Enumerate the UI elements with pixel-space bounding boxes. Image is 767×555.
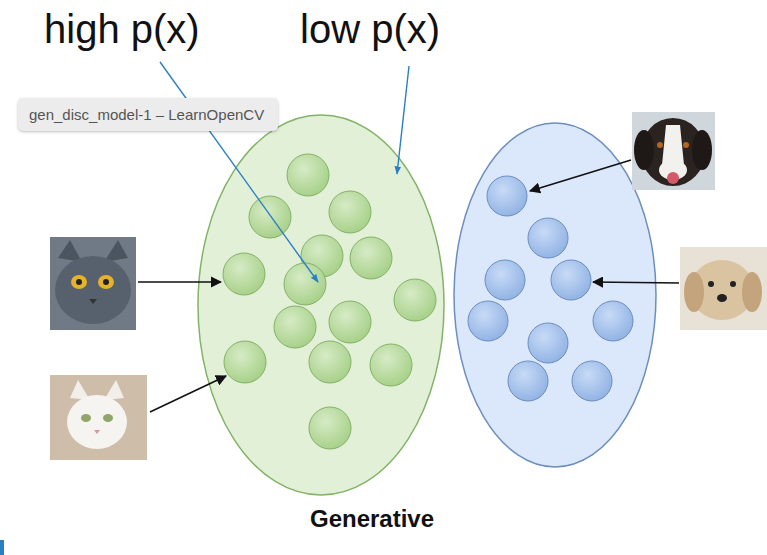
dog-photo: [680, 247, 767, 330]
axis-label: high p(x): [44, 6, 200, 52]
green-region: [198, 115, 444, 495]
cat-photo: [50, 237, 136, 330]
blue-region: [454, 123, 656, 467]
caption: Generative: [310, 505, 434, 533]
dog-photo: [632, 112, 715, 190]
green-points: [223, 154, 436, 449]
axis-label: low p(x): [300, 6, 440, 52]
pointer-arrows: [138, 160, 679, 412]
leader-lines: [160, 62, 409, 282]
tooltip-text: gen_disc_model-1 – LearnOpenCV: [18, 98, 278, 131]
edge-bar: [0, 540, 4, 555]
tooltip-box: gen_disc_model-1 – LearnOpenCV: [18, 98, 278, 131]
blue-points: [468, 176, 633, 401]
cat-photo: [50, 375, 147, 460]
